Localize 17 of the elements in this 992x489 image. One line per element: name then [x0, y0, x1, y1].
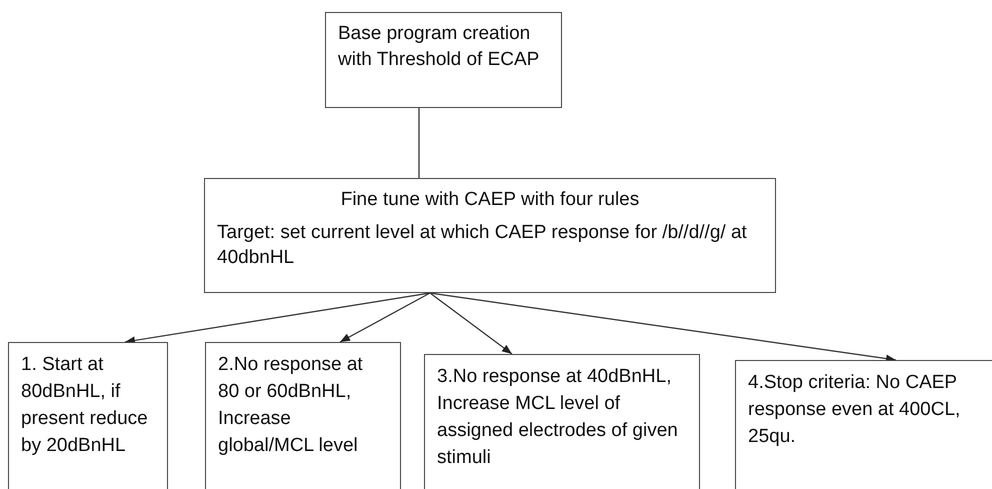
box-text: 2.No response at 80 or 60dBnHL, Increase global/MCL level	[218, 353, 364, 458]
box-heading: Fine tune with CAEP with four rules	[340, 188, 640, 212]
box-text: 4.Stop criteria: No CAEP response even at 400CL, 25qu.	[748, 371, 962, 449]
process-box	[204, 178, 776, 293]
arrow	[340, 292, 430, 343]
process-box	[205, 342, 401, 489]
box-text: 1. Start at 80dBnHL, if present reduce by 20dBnHL	[21, 353, 149, 458]
box-text: Target: set current level at which CAEP response for /b//d//g/ at 40dbnHL	[217, 221, 748, 270]
arrow	[124, 292, 430, 344]
process-box	[8, 342, 168, 489]
box-text: Base program creation with Threshold of ECAP	[338, 22, 540, 72]
arrow	[430, 292, 896, 363]
box-text: 3.No response at 40dBnHL, Increase MCL level of assigned electrodes of given stimuli	[437, 365, 679, 470]
process-box	[735, 360, 992, 489]
arrow	[430, 292, 512, 354]
process-box	[325, 12, 562, 108]
process-box	[424, 354, 700, 489]
